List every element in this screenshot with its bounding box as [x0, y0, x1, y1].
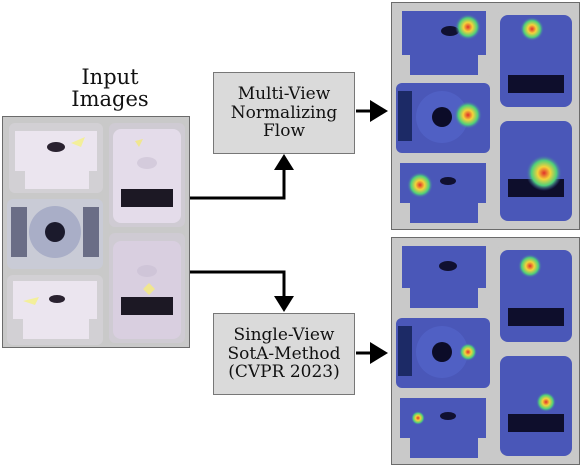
input-images-panel — [2, 116, 190, 348]
input-images-title: Input Images — [40, 66, 180, 110]
arrow-down-icon — [274, 296, 294, 312]
input-image-4 — [7, 275, 103, 345]
input-title-line1: Input — [81, 65, 139, 89]
single-view-line3: (CVPR 2023) — [228, 362, 340, 383]
mv-heatmap-1 — [398, 7, 490, 79]
single-view-output-panel — [391, 237, 580, 465]
input-title-line2: Images — [71, 87, 149, 112]
sv-heatmap-1 — [398, 242, 490, 312]
input-image-2 — [109, 123, 185, 227]
input-image-5 — [109, 233, 185, 343]
sv-heatmap-5 — [498, 350, 574, 460]
mv-heatmap-5 — [498, 115, 574, 225]
multi-view-output-panel — [391, 2, 580, 230]
multi-view-flow-box: Multi-View Normalizing Flow — [213, 72, 355, 154]
arrow-to-single-view — [190, 270, 294, 312]
mv-heatmap-4 — [396, 159, 490, 227]
single-view-line2: SotA-Method — [227, 343, 341, 364]
input-image-3 — [7, 199, 103, 269]
single-view-sota-box: Single-View SotA-Method (CVPR 2023) — [213, 313, 355, 395]
arrow-to-multi-view-output — [356, 100, 388, 122]
sv-heatmap-4 — [396, 394, 490, 462]
arrow-to-multi-view — [190, 154, 294, 200]
arrow-right-icon — [370, 100, 388, 122]
multi-view-line2: Normalizing — [230, 102, 338, 123]
multi-view-line1: Multi-View — [237, 83, 331, 104]
arrow-right-icon — [370, 342, 388, 364]
sv-heatmap-3 — [396, 318, 490, 388]
sv-heatmap-2 — [498, 244, 574, 344]
single-view-line1: Single-View — [233, 324, 335, 345]
input-image-1 — [9, 123, 103, 193]
arrow-to-single-view-output — [356, 342, 388, 364]
multi-view-line3: Flow — [262, 121, 306, 142]
mv-heatmap-2 — [498, 9, 574, 109]
arrow-up-icon — [274, 154, 294, 170]
mv-heatmap-3 — [396, 83, 490, 153]
